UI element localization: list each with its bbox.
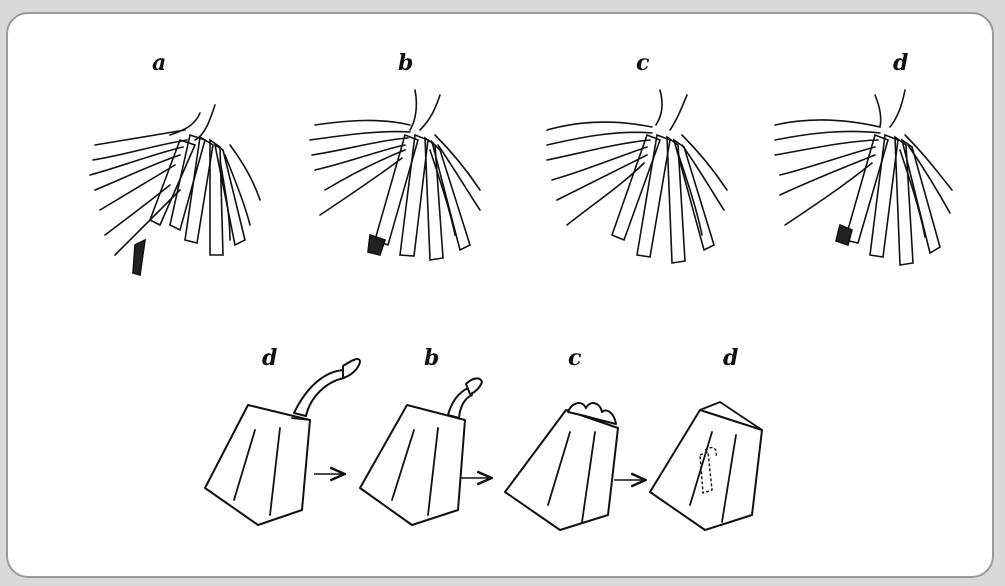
bottom-label-d1: d: [262, 345, 277, 371]
top-label-d: d: [893, 50, 908, 76]
seed-head-stage-d: [775, 90, 952, 265]
top-label-a: a: [152, 50, 166, 76]
bottom-label-b: b: [424, 345, 439, 371]
bottom-label-c: c: [568, 345, 582, 371]
top-label-b: b: [398, 50, 413, 76]
bottom-label-d2: d: [723, 345, 738, 371]
top-label-c: c: [636, 50, 650, 76]
seed-head-stage-a: [90, 105, 260, 275]
achene-stage-d2: [650, 402, 762, 530]
achene-stage-b: [360, 378, 482, 525]
seed-head-stage-c: [547, 90, 727, 263]
seed-head-stage-b: [310, 90, 480, 260]
achene-stage-d1: [205, 359, 360, 525]
achene-stage-c: [505, 403, 618, 530]
